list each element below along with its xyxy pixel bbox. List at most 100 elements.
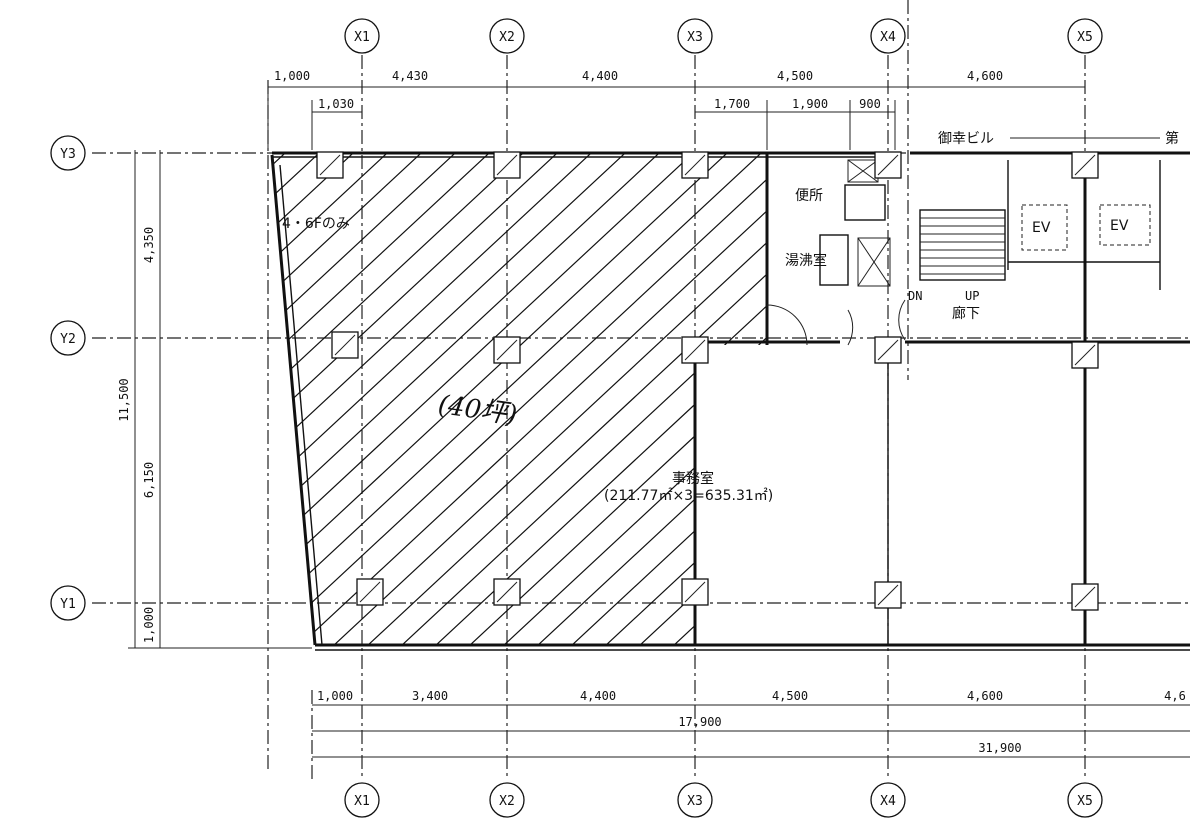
grid-bubble-bottom-x4-text: X4	[880, 794, 896, 809]
grid-bubble-y3-text: Y3	[60, 147, 76, 162]
grid-bubble-bottom-x1-circle	[344, 782, 380, 818]
kitchen-label: 湯沸室	[785, 252, 827, 269]
structural-columns	[316, 151, 1099, 611]
handwritten-area-label: (40坪)	[436, 390, 519, 431]
column-mark	[877, 339, 899, 361]
up-label: UP	[965, 289, 979, 303]
hatch-line	[555, 153, 767, 645]
dim-bottom-0: 1,000	[317, 689, 353, 703]
dimension-texts: 1,000 4,430 4,400 4,500 4,600 1,030 1,700 1,900…	[117, 69, 1186, 755]
hatch-line	[272, 153, 579, 645]
hatch-line	[272, 153, 273, 645]
column-mark	[684, 581, 706, 603]
hatch-line	[272, 153, 613, 645]
hatch-line	[272, 153, 307, 645]
hatch-line	[385, 153, 767, 645]
hatch-line	[272, 153, 749, 645]
hatch-line	[272, 153, 477, 645]
toilet-label: 便所	[795, 188, 823, 204]
grid-bubble-bottom-x3-text: X3	[687, 794, 703, 809]
column-mark	[684, 339, 706, 361]
hatch-line	[272, 153, 647, 645]
dim-bottom-total1: 17,900	[678, 715, 721, 729]
dim-bottom-4: 4,600	[967, 689, 1003, 703]
floor-note-label: 4・6Fのみ	[282, 216, 350, 232]
hatched-lease-area	[0, 102, 1199, 660]
dim-top-2: 4,400	[582, 69, 618, 83]
dim-bottom-total2: 31,900	[978, 741, 1021, 755]
grid-bubble-y1-circle	[50, 585, 86, 621]
grid-bubble-top-x2-circle	[489, 18, 525, 54]
ev-label-1: EV	[1032, 220, 1051, 236]
hatch-line	[623, 153, 767, 645]
grid-lines	[92, 0, 1190, 780]
office-area-label: (211.77㎡×3=635.31㎡)	[604, 488, 773, 504]
column-mark	[877, 154, 899, 176]
hatch-line	[725, 153, 767, 645]
grid-bubble-bottom-x4: X4	[870, 782, 906, 818]
dim-left-0: 4,350	[142, 227, 156, 263]
dim-top2-0: 1,030	[318, 97, 354, 111]
hatch-line	[1032, 102, 1199, 660]
grid-bubble-bottom-x3-circle	[677, 782, 713, 818]
column-mark	[496, 581, 518, 603]
dim-bottom-3: 4,500	[772, 689, 808, 703]
grid-bubble-top-x4-circle	[870, 18, 906, 54]
hatch-line	[0, 102, 68, 660]
hatch-line	[272, 153, 767, 645]
grid-bubble-top-x2: X2	[489, 18, 525, 54]
dim-top-1: 4,430	[392, 69, 428, 83]
grid-bubble-bottom-x2-text: X2	[499, 794, 515, 809]
hatch-line	[487, 153, 767, 645]
dim-bottom-5: 4,6	[1164, 689, 1186, 703]
grid-bubble-bottom-x3: X3	[677, 782, 713, 818]
column-mark	[496, 154, 518, 176]
grid-bubble-bottom-x1-text: X1	[354, 794, 370, 809]
grid-bubble-top-x3-text: X3	[687, 30, 703, 45]
column-mark	[1074, 344, 1096, 366]
neighbor-building-label: 御幸ビル	[938, 131, 994, 147]
down-label: DN	[908, 289, 922, 303]
dim-top-0: 1,000	[274, 69, 310, 83]
grid-bubble-top-x5-circle	[1067, 18, 1103, 54]
hatch-line	[759, 153, 767, 645]
grid-bubble-bottom-x4-circle	[870, 782, 906, 818]
dimension-lines-top	[267, 82, 1085, 150]
dim-top2-2: 1,900	[792, 97, 828, 111]
hatch-line	[0, 102, 102, 660]
dim-top2-3: 900	[859, 97, 881, 111]
hatch-line	[964, 102, 1199, 660]
dim-left-1: 6,150	[142, 462, 156, 498]
hatch-line	[317, 153, 767, 645]
column-mark	[334, 334, 356, 356]
dimension-lines-bottom	[312, 704, 1190, 758]
hatch-line	[657, 153, 767, 645]
hatch-line	[272, 153, 511, 645]
dim-top-4: 4,600	[967, 69, 1003, 83]
grid-bubble-bottom-x2-circle	[489, 782, 525, 818]
column-mark	[1074, 586, 1096, 608]
column-mark	[877, 584, 899, 606]
hatch-line	[351, 153, 767, 645]
hatch-line	[283, 153, 767, 645]
dim-top2-1: 1,700	[714, 97, 750, 111]
hatch-line	[589, 153, 767, 645]
corridor-label: 廊下	[952, 305, 980, 322]
dim-left-total: 11,500	[117, 378, 131, 421]
grid-bubble-y1: Y1	[50, 585, 86, 621]
dim-left-2: 1,000	[142, 607, 156, 643]
grid-bubble-y2-circle	[50, 320, 86, 356]
grid-bubble-top-x1-text: X1	[354, 30, 370, 45]
dimension-lines-left	[128, 150, 312, 649]
grid-bubble-bottom-x5-circle	[1067, 782, 1103, 818]
grid-bubble-top-x1-circle	[344, 18, 380, 54]
grid-bubble-top-x3-circle	[677, 18, 713, 54]
grid-bubble-y2: Y2	[50, 320, 86, 356]
hatch-line	[998, 102, 1199, 660]
hatch-line	[272, 153, 545, 645]
hatch-line	[272, 153, 767, 645]
column-mark	[496, 339, 518, 361]
